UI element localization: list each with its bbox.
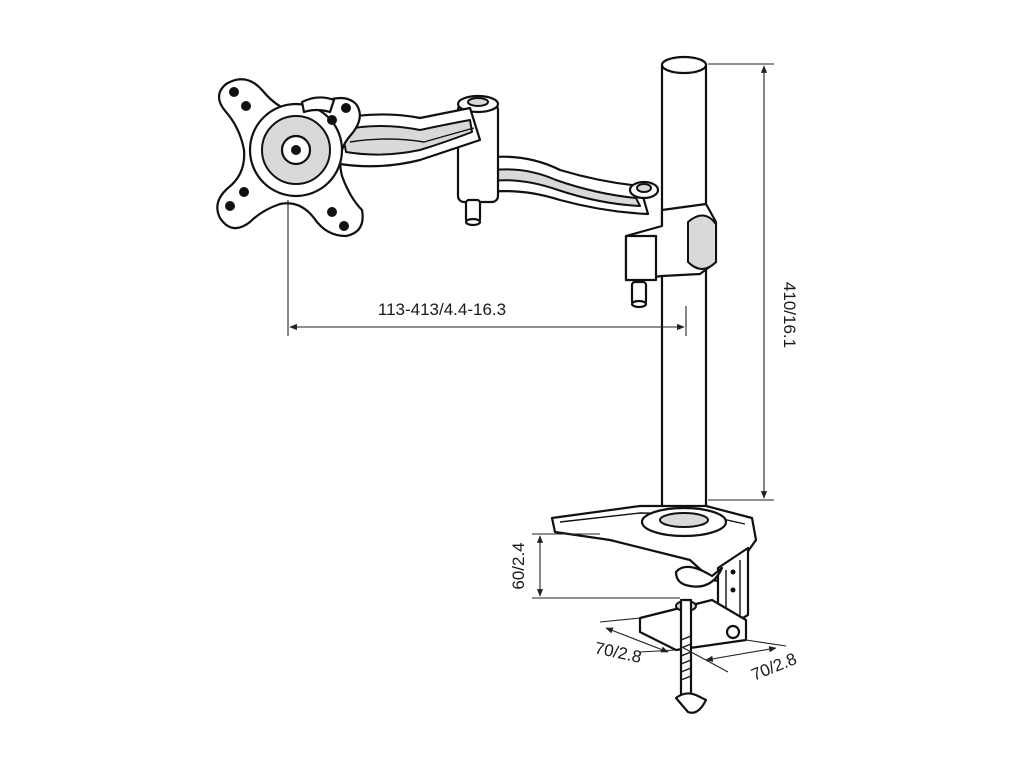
- desk-thickness-label: 60/2.4: [509, 542, 528, 589]
- clamp-depth-label: 70/2.8: [593, 638, 643, 666]
- vesa-mount-plate: [216, 78, 364, 238]
- elbow-joint: [456, 94, 500, 227]
- desk-thickness-dimension: 60/2.4: [509, 533, 680, 599]
- front-arm-segment: [328, 106, 482, 168]
- pole: [660, 55, 708, 527]
- desk-clamp-base: [550, 504, 758, 714]
- pole-collar: [624, 202, 718, 309]
- clamp-width-label: 70/2.8: [748, 649, 799, 684]
- pole-height-dimension: 410/16.1: [708, 63, 799, 501]
- arm-reach-dimension: 113-413/4.4-16.3: [287, 200, 687, 336]
- pole-height-label: 410/16.1: [780, 282, 799, 348]
- rear-arm-segment: [468, 155, 660, 216]
- arm-reach-label: 113-413/4.4-16.3: [378, 300, 506, 319]
